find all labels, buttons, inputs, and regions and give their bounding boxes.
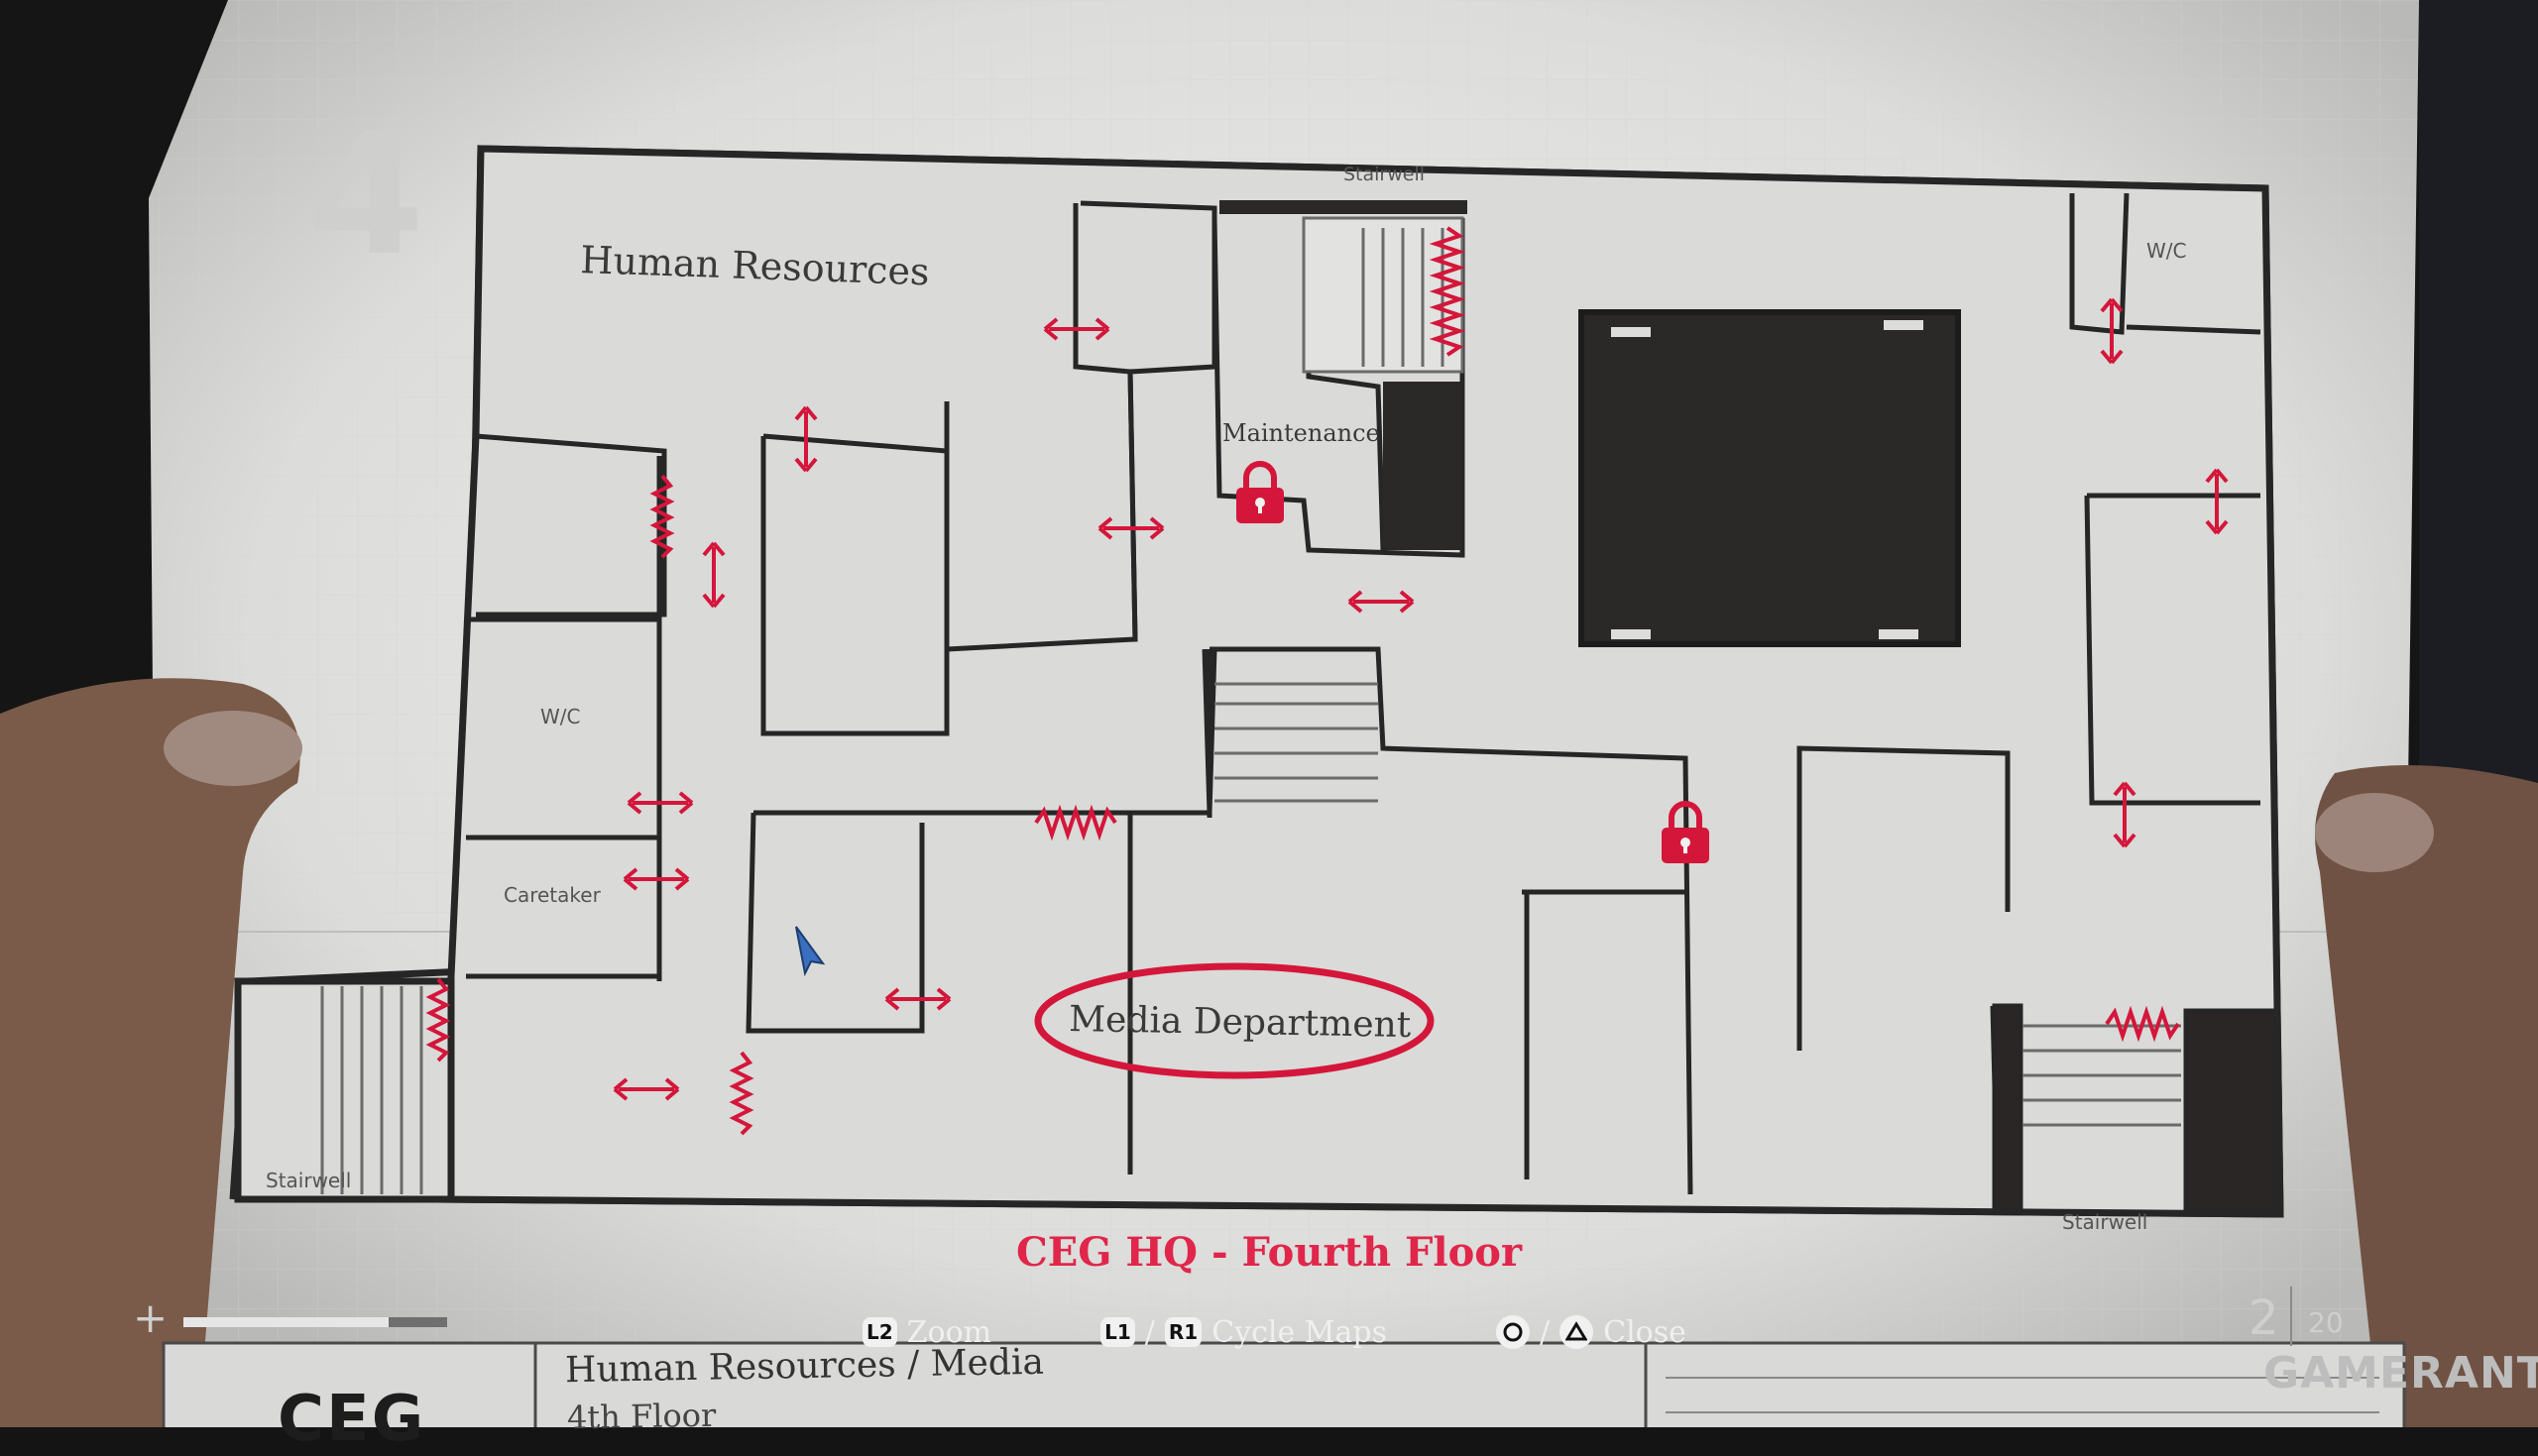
zoom-slider-fill: [183, 1317, 390, 1327]
floor-number: 4: [307, 97, 424, 293]
stairs: [320, 200, 2181, 1194]
cycle-maps-hint[interactable]: L1 / R1 Cycle Maps: [1100, 1315, 1387, 1350]
zoom-label: Zoom: [906, 1314, 992, 1350]
company-logo: CEG: [278, 1383, 426, 1456]
cursor-icon: [795, 926, 826, 977]
room-label-wc-left: W/C: [540, 705, 580, 728]
map-page-total: 20: [2308, 1306, 2344, 1339]
shutter-icon: [425, 977, 451, 1063]
control-hints: L2 Zoom L1 / R1 Cycle Maps / Close: [863, 1308, 1795, 1356]
map-page-divider: [2290, 1287, 2292, 1346]
shutter-icon: [729, 1051, 754, 1136]
footer-subheading: 4th Floor: [566, 1396, 717, 1437]
close-hint[interactable]: / Close: [1496, 1315, 1686, 1350]
objective-circle: [1034, 962, 1435, 1079]
room-label-maintenance: Maintenance: [1222, 419, 1380, 447]
watermark-logo: GAMERANT: [2263, 1348, 2538, 1399]
separator: /: [1144, 1314, 1155, 1350]
l2-button-icon: L2: [863, 1317, 897, 1347]
triangle-button-icon: [1559, 1315, 1594, 1349]
zoom-hint[interactable]: L2 Zoom: [863, 1315, 991, 1350]
room-label-wc-right: W/C: [2146, 239, 2186, 263]
shutter-icon: [2105, 1005, 2180, 1043]
separator: /: [1540, 1314, 1551, 1350]
shutter-icon: [1034, 804, 1117, 841]
shutter-icon: [649, 474, 675, 559]
map-page-current: 2: [2249, 1290, 2279, 1346]
room-label-caretaker: Caretaker: [504, 883, 602, 907]
room-label-stairwell-left: Stairwell: [266, 1169, 351, 1192]
atrium-void: [1578, 309, 1961, 647]
shutter-icon: [1429, 226, 1466, 357]
map-title: CEG HQ - Fourth Floor: [1015, 1229, 1523, 1276]
l1-button-icon: L1: [1100, 1317, 1135, 1347]
zoom-slider[interactable]: [183, 1317, 447, 1327]
floor-plan: [229, 145, 2284, 1218]
r1-button-icon: R1: [1164, 1317, 1203, 1347]
circle-button-icon: [1496, 1315, 1530, 1349]
close-label: Close: [1603, 1314, 1686, 1350]
cycle-maps-label: Cycle Maps: [1211, 1314, 1387, 1350]
zoom-plus-icon: +: [133, 1293, 169, 1342]
room-label-stairwell-right: Stairwell: [2062, 1210, 2147, 1234]
room-label-stairwell-top: Stairwell: [1343, 164, 1425, 185]
room-label-media-department: Media Department: [1069, 999, 1412, 1046]
